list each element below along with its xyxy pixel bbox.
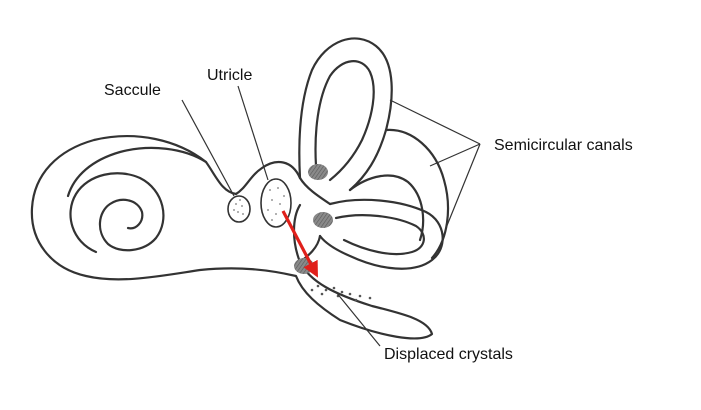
saccule-shape xyxy=(227,195,251,223)
displacement-arrow xyxy=(281,210,318,278)
displaced-crystals-label: Displaced crystals xyxy=(384,346,513,363)
canals-leader-line-3 xyxy=(445,143,481,229)
canals-leader-line-1 xyxy=(389,99,481,145)
semicircular-canals-label: Semicircular canals xyxy=(494,137,633,154)
cochlea-outline xyxy=(30,135,434,340)
saccule-label: Saccule xyxy=(104,82,161,99)
utricle-leader-line xyxy=(237,85,269,181)
utricle-shape xyxy=(260,178,292,228)
ampulla-spot-middle xyxy=(313,212,333,228)
lateral-canal xyxy=(318,198,444,270)
posterior-canal xyxy=(348,128,450,260)
canals-leader-line-2 xyxy=(429,143,481,167)
saccule-leader-line xyxy=(181,99,235,197)
saccule-dots xyxy=(233,199,244,215)
superior-canal xyxy=(298,37,393,192)
cochlea-spiral xyxy=(69,172,165,254)
crystals-leader-line xyxy=(335,291,381,347)
ampulla-spot-top xyxy=(308,164,328,180)
cochlea-spiral-outer xyxy=(66,146,208,198)
utricle-dots xyxy=(267,187,285,221)
utricle-label: Utricle xyxy=(207,67,252,84)
